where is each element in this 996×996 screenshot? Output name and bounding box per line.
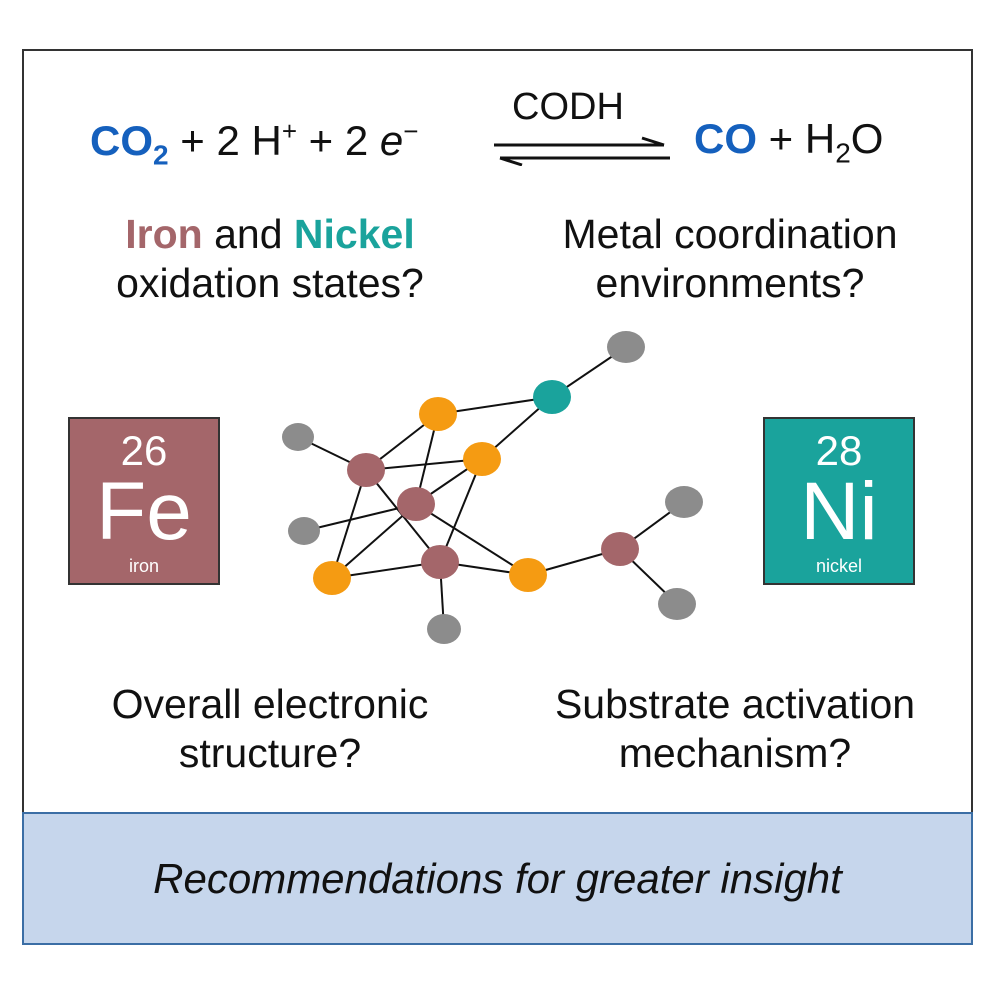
iron-symbol: Fe [96, 466, 192, 557]
sulfur-atom [509, 558, 547, 592]
enzyme-label: CODH [512, 86, 624, 128]
cluster-bonds [297, 346, 685, 630]
nickel-element-tile: 28 Ni nickel [763, 417, 915, 585]
recommendations-text: Recommendations for greater insight [153, 854, 842, 902]
ligand-atom [665, 486, 703, 518]
ligand-atom [607, 331, 645, 363]
reactant-co2: CO2 [90, 117, 169, 171]
ligand-atom [658, 588, 696, 620]
question-oxidation-states: Iron and Nickel oxidation states? [116, 211, 424, 306]
cluster-atoms [282, 331, 703, 644]
iron-atom [347, 453, 385, 487]
product-water: + H2O [768, 115, 884, 169]
nickel-symbol: Ni [800, 466, 878, 557]
ligand-atom [282, 423, 314, 451]
question-coordination: Metal coordination environments? [562, 211, 898, 306]
nickel-atomic-number: 28 [815, 427, 863, 474]
iron-atom [601, 532, 639, 566]
reactant-electrons: + 2 e− [308, 116, 419, 164]
iron-atom [397, 487, 435, 521]
ligand-atom [288, 517, 320, 545]
iron-atom [421, 545, 459, 579]
question-activation-mechanism: Substrate activation mechanism? [554, 681, 916, 776]
nickel-name: nickel [815, 556, 863, 576]
product-co: CO [694, 115, 757, 162]
ligand-atom [427, 614, 461, 644]
iron-name: iron [128, 556, 159, 576]
question-electronic-structure: Overall electronic structure? [111, 681, 429, 776]
sulfur-atom [313, 561, 351, 595]
sulfur-atom [419, 397, 457, 431]
iron-element-tile: 26 Fe iron [68, 417, 220, 585]
reaction-right-side: CO + H2O [694, 118, 883, 167]
recommendations-banner: Recommendations for greater insight [22, 812, 973, 945]
equilibrium-arrows [494, 136, 670, 166]
sulfur-atom [463, 442, 501, 476]
iron-atomic-number: 26 [120, 427, 168, 474]
reaction-left-side: CO2 + 2 H+ + 2 e− [90, 118, 418, 169]
reactant-protons: + 2 H+ [180, 116, 297, 164]
nickel-atom [533, 380, 571, 414]
